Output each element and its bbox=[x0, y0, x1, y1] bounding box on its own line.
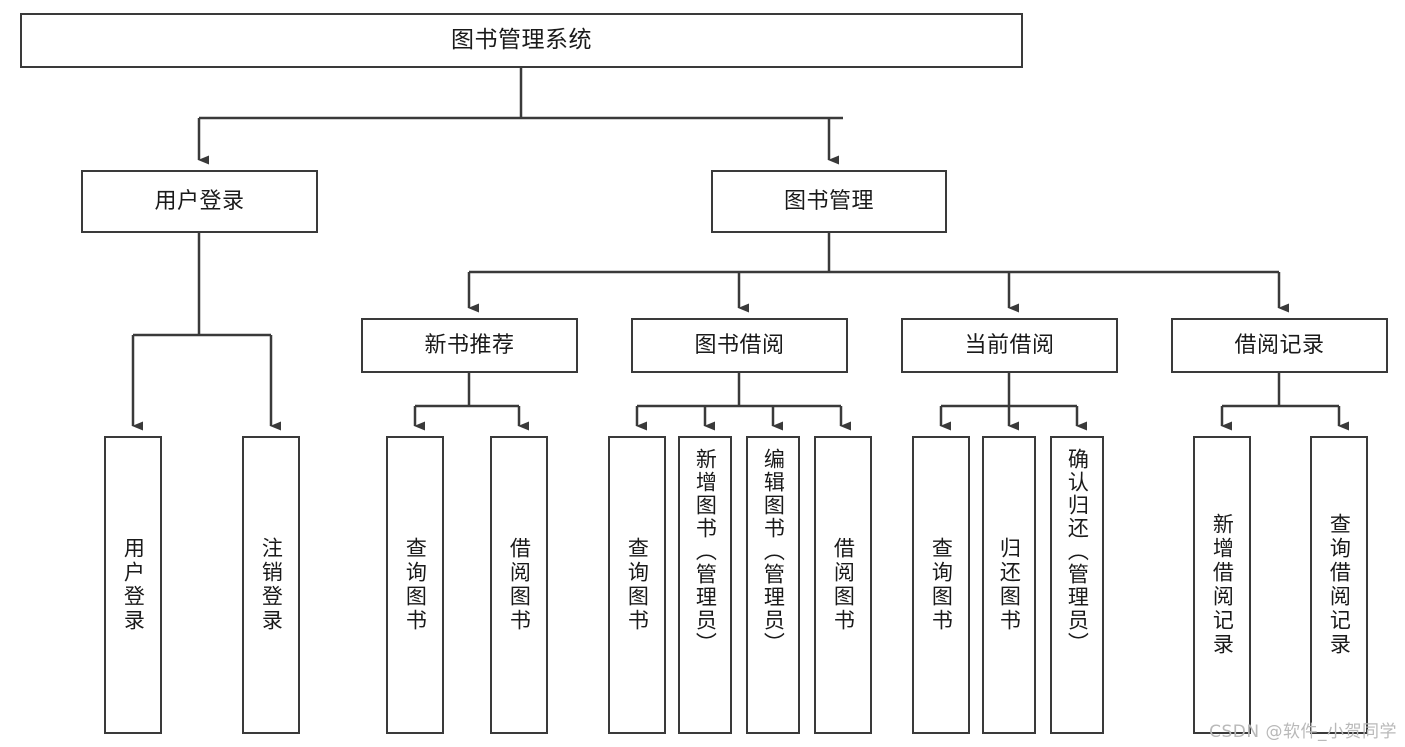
node-label: 新增图书（管理员） bbox=[693, 448, 718, 655]
node-current-borrow[interactable]: 当前借阅 bbox=[901, 318, 1118, 373]
node-label: 编辑图书（管理员） bbox=[761, 448, 786, 655]
node-book-borrow[interactable]: 图书借阅 bbox=[631, 318, 848, 373]
leaf-return-book[interactable]: 归还图书 bbox=[982, 436, 1036, 734]
node-label: 图书管理系统 bbox=[451, 26, 592, 53]
leaf-query-book-borrow[interactable]: 查询图书 bbox=[608, 436, 666, 734]
leaf-borrow-book-recommend[interactable]: 借阅图书 bbox=[490, 436, 548, 734]
node-new-book-recommend[interactable]: 新书推荐 bbox=[361, 318, 578, 373]
node-label: 查询图书 bbox=[929, 537, 954, 633]
leaf-add-borrow-record[interactable]: 新增借阅记录 bbox=[1193, 436, 1251, 734]
node-label: 新增借阅记录 bbox=[1210, 513, 1235, 657]
leaf-add-book-admin[interactable]: 新增图书（管理员） bbox=[678, 436, 732, 734]
node-label: 新书推荐 bbox=[424, 332, 515, 358]
node-user-login[interactable]: 用户登录 bbox=[81, 170, 318, 233]
watermark-text: CSDN @软件_小贺同学 bbox=[1209, 722, 1397, 742]
node-label: 用户登录 bbox=[154, 188, 245, 214]
leaf-logout[interactable]: 注销登录 bbox=[242, 436, 300, 734]
node-root-book-management-system[interactable]: 图书管理系统 bbox=[20, 13, 1023, 68]
node-label: 借阅记录 bbox=[1234, 332, 1325, 358]
node-label: 归还图书 bbox=[997, 537, 1022, 633]
node-label: 查询图书 bbox=[403, 537, 428, 633]
node-label: 查询借阅记录 bbox=[1327, 513, 1352, 657]
node-borrow-record[interactable]: 借阅记录 bbox=[1171, 318, 1388, 373]
node-book-management[interactable]: 图书管理 bbox=[711, 170, 947, 233]
node-label: 借阅图书 bbox=[831, 537, 856, 633]
leaf-edit-book-admin[interactable]: 编辑图书（管理员） bbox=[746, 436, 800, 734]
leaf-query-book-current[interactable]: 查询图书 bbox=[912, 436, 970, 734]
node-label: 确认归还（管理员） bbox=[1065, 448, 1090, 655]
node-label: 注销登录 bbox=[259, 537, 284, 633]
leaf-confirm-return-admin[interactable]: 确认归还（管理员） bbox=[1050, 436, 1104, 734]
node-label: 查询图书 bbox=[625, 537, 650, 633]
node-label: 图书借阅 bbox=[694, 332, 785, 358]
leaf-query-book-recommend[interactable]: 查询图书 bbox=[386, 436, 444, 734]
leaf-borrow-book[interactable]: 借阅图书 bbox=[814, 436, 872, 734]
node-label: 用户登录 bbox=[121, 537, 146, 633]
leaf-query-borrow-record[interactable]: 查询借阅记录 bbox=[1310, 436, 1368, 734]
leaf-user-login[interactable]: 用户登录 bbox=[104, 436, 162, 734]
node-label: 借阅图书 bbox=[507, 537, 532, 633]
node-label: 图书管理 bbox=[783, 188, 874, 214]
node-label: 当前借阅 bbox=[964, 332, 1055, 358]
